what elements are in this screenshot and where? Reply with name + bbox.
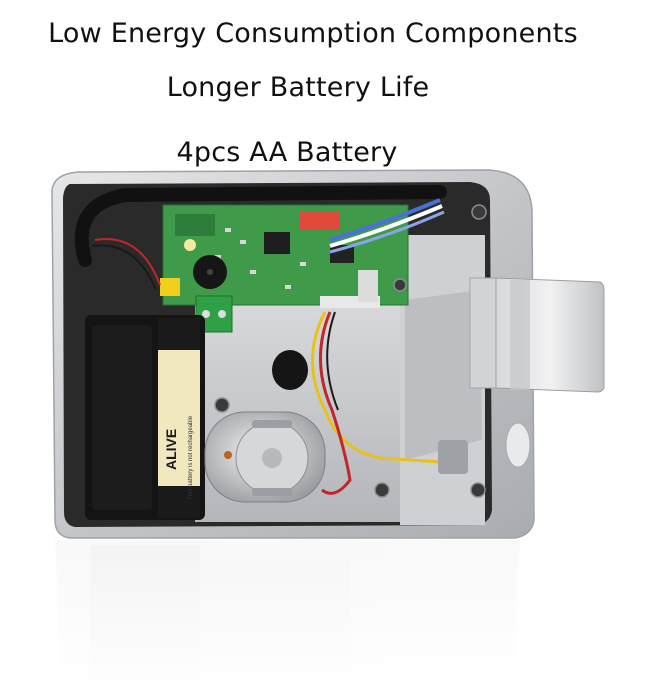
battery-holder: ALIVE This battery is not rechargeable — [85, 315, 205, 520]
lock-bolt — [469, 277, 605, 393]
cable-loop — [74, 185, 447, 267]
wire-yellow — [311, 311, 441, 464]
battery-brand-text: ALIVE — [163, 429, 179, 470]
motor — [204, 411, 326, 503]
tray-hole — [272, 350, 308, 390]
connector-red — [300, 212, 340, 230]
headline-battery-count: 4pcs AA Battery — [176, 137, 398, 168]
screws — [214, 204, 487, 498]
headline-low-energy: Low Energy Consumption Components — [48, 18, 578, 49]
headline-battery-life: Longer Battery Life — [166, 72, 430, 103]
sensor — [438, 440, 468, 474]
aa-battery: ALIVE This battery is not rechargeable — [158, 318, 200, 518]
wire-red — [318, 311, 352, 495]
battery-warning-text: This battery is not rechargeable — [188, 415, 194, 500]
led — [184, 239, 196, 251]
circuit-board — [162, 204, 409, 308]
